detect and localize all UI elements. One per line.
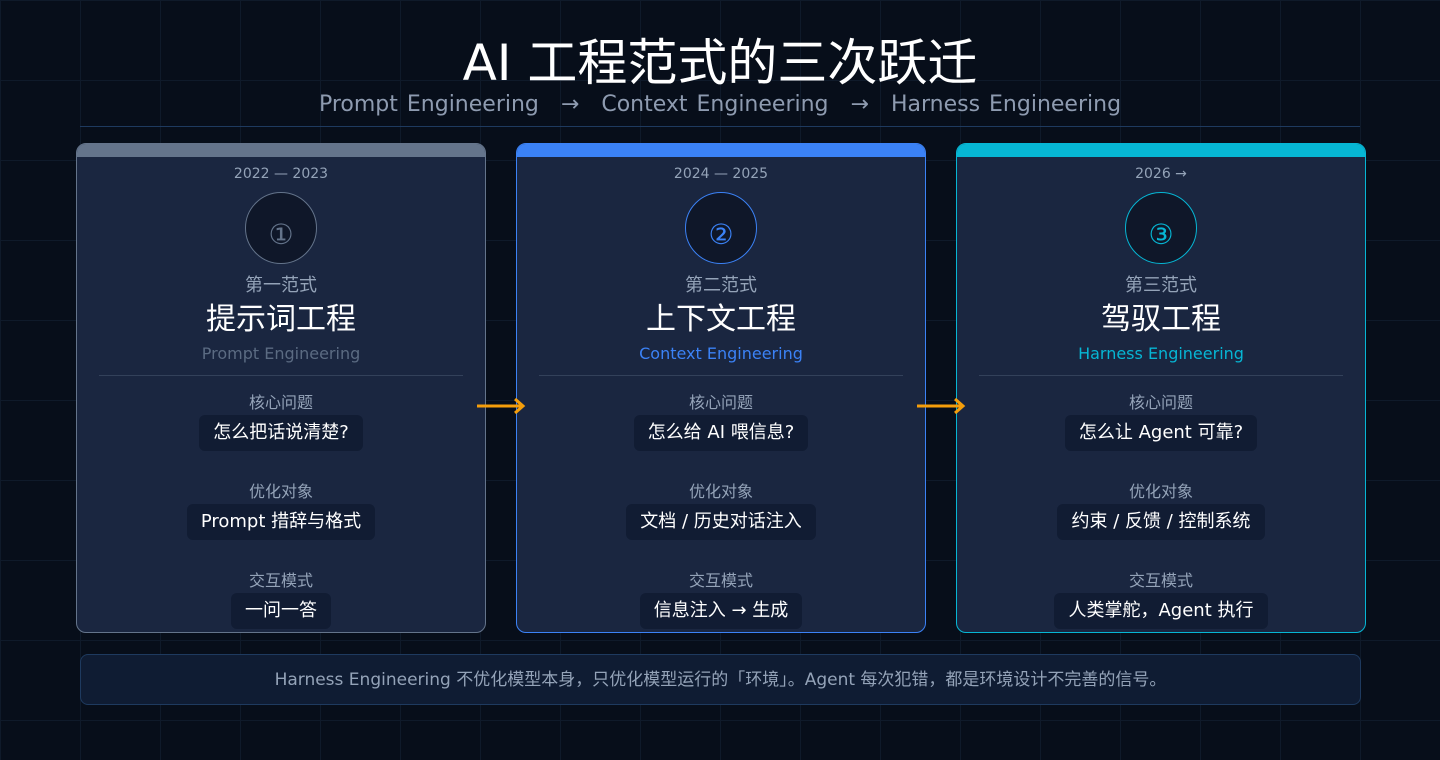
divider [99,375,463,376]
subtitle-step: Prompt Engineering [318,92,539,117]
row-label: 优化对象 [1128,482,1193,501]
footer-note: Harness Engineering 不优化模型本身，只优化模型运行的「环境」… [80,654,1361,705]
subtitle-step: Context Engineering [601,92,829,117]
paradigm-english: Harness Engineering [1078,344,1244,363]
card-years: 2026 → [1135,166,1187,182]
row-value: 人类掌舵，Agent 执行 [1054,593,1268,629]
card-accent-bar [517,144,925,157]
paradigm-name: 提示词工程 [206,302,356,337]
paradigm-label: 第二范式 [685,275,757,296]
paradigm-english: Context Engineering [639,344,803,363]
row-value: 约束 / 反馈 / 控制系统 [1057,504,1265,540]
row-value: 怎么给 AI 喂信息? [633,415,809,451]
paradigm-name: 驾驭工程 [1101,302,1221,337]
row-value: 文档 / 历史对话注入 [626,504,816,540]
divider [979,375,1343,376]
paradigm-card: 2022 — 2023 ① 第一范式 提示词工程 Prompt Engineer… [76,143,486,633]
row-value: 一问一答 [231,593,331,629]
row-label: 优化对象 [248,482,313,501]
card-years: 2022 — 2023 [233,166,329,182]
number-badge: ③ [1125,192,1197,264]
paradigm-card: 2024 — 2025 ② 第二范式 上下文工程 Context Enginee… [516,143,926,633]
paradigm-card: 2026 → ③ 第三范式 驾驭工程 Harness Engineering 核… [956,143,1366,633]
paradigm-label: 第一范式 [245,275,317,296]
row-label: 交互模式 [688,571,753,590]
row-value: 怎么把话说清楚? [199,415,363,451]
card-accent-bar [957,144,1365,157]
divider [80,126,1360,127]
subtitle-step: Harness Engineering [890,92,1122,117]
row-value: Prompt 措辞与格式 [186,504,376,540]
paradigm-english: Prompt Engineering [201,344,361,363]
divider [539,375,903,376]
arrow-right-icon: → [560,92,580,117]
row-label: 优化对象 [688,482,753,501]
row-value: 信息注入 → 生成 [639,593,803,629]
row-label: 核心问题 [1128,393,1193,412]
number-badge: ② [685,192,757,264]
arrow-right-icon [477,398,526,414]
card-years: 2024 — 2025 [673,166,769,182]
paradigm-name: 上下文工程 [646,302,796,337]
row-value: 怎么让 Agent 可靠? [1064,415,1258,451]
page-title: AI 工程范式的三次跃迁 [462,34,978,92]
row-label: 交互模式 [1128,571,1193,590]
row-label: 核心问题 [248,393,313,412]
paradigm-label: 第三范式 [1125,275,1197,296]
row-label: 交互模式 [248,571,313,590]
arrow-right-icon: → [850,92,869,117]
subtitle: Prompt Engineering → Context Engineering → H… [0,92,1440,117]
number-badge: ① [245,192,317,264]
row-label: 核心问题 [688,393,753,412]
card-accent-bar [77,144,485,157]
arrow-right-icon [917,398,966,414]
